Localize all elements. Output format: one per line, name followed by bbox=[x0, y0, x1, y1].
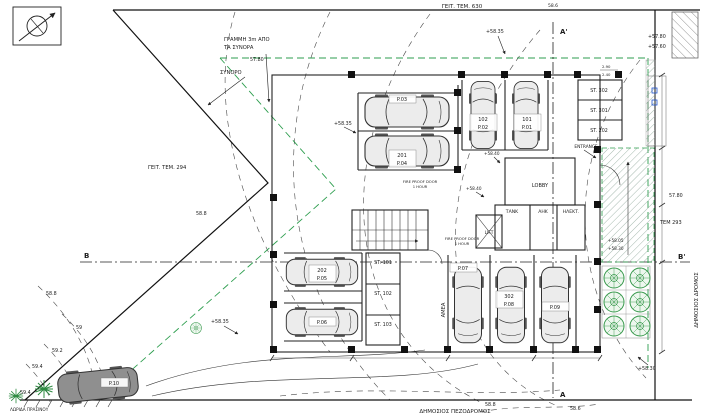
dimension-lines bbox=[269, 69, 666, 362]
contour-label: 58.6 bbox=[548, 3, 558, 9]
parking-label-p03: P.03 bbox=[397, 97, 407, 103]
neighbor-right-label: ΤΕΜ 293 bbox=[659, 220, 682, 226]
contour-label: 59.2 bbox=[52, 348, 63, 354]
columns bbox=[270, 71, 622, 353]
section-b-left-label: B bbox=[84, 252, 89, 260]
ahk-room-label: ΑΗΚ bbox=[538, 209, 549, 215]
leader-arrows bbox=[207, 35, 649, 366]
level-label: +58.40 bbox=[466, 186, 482, 191]
contour-label: 57.80 bbox=[669, 193, 683, 199]
tree-icon bbox=[190, 322, 202, 334]
tree-icon bbox=[603, 291, 625, 313]
storage-label-st102: ST. 102 bbox=[374, 291, 392, 297]
contour-label: 58.8 bbox=[46, 291, 57, 297]
contour-label: 59 bbox=[76, 325, 82, 331]
tree-icon bbox=[629, 267, 651, 289]
road-south-label: ΔΗΜΟΣΙΟΣ ΠΕΖΟΔΡΟΜΟΣ bbox=[419, 409, 491, 415]
contour-label: 59.4 bbox=[20, 390, 31, 396]
level-label: +58.30 bbox=[608, 246, 624, 251]
contour-label: 58.8 bbox=[196, 211, 207, 217]
parking-label-p06: P.06 bbox=[317, 320, 327, 326]
section-a-top-label: A' bbox=[560, 28, 568, 36]
storage-label-st301: ST. 301 bbox=[590, 108, 608, 114]
car-p07 bbox=[451, 266, 485, 344]
level-label: +58.35 bbox=[211, 319, 229, 325]
hatched-zones bbox=[601, 11, 699, 263]
entrance-ramp bbox=[601, 147, 655, 263]
storage-label-st302: ST. 302 bbox=[590, 88, 608, 94]
tree-icon bbox=[603, 267, 625, 289]
lobby-label: LOBBY bbox=[532, 183, 549, 189]
tank-room-label: ΤΑΝΚ bbox=[505, 209, 519, 215]
tree-icon bbox=[629, 315, 651, 337]
green-strip-label: ΛΩΡΙΔΑ ΠΡΑΣΙΝΟΥ bbox=[10, 407, 49, 412]
parking-label-p02: P.02 bbox=[478, 125, 488, 131]
level-label: +58.35 bbox=[334, 121, 352, 127]
level-label: +57.80 bbox=[648, 34, 666, 40]
fire-door-label: FIRE PROOF DOOR bbox=[445, 237, 480, 241]
level-label: +58.35 bbox=[486, 29, 504, 35]
fire-door-label: 1 HOUR bbox=[455, 242, 470, 246]
section-a-bottom-label: A bbox=[560, 391, 566, 399]
plant-icon bbox=[34, 379, 54, 399]
contour-label: 59.4 bbox=[32, 364, 43, 370]
staircase bbox=[351, 209, 443, 265]
setback-note-line2: ΤΑ ΣΥΝΟΡΑ bbox=[223, 45, 254, 51]
contour-label: 57.80 bbox=[250, 57, 264, 63]
building bbox=[270, 71, 623, 353]
dim-label: 2.40 bbox=[602, 72, 611, 77]
meter-boxes bbox=[647, 75, 667, 147]
landscaping bbox=[8, 265, 651, 404]
level-label: +58.30 bbox=[638, 366, 656, 372]
planting-strip-hatch bbox=[645, 59, 656, 147]
fire-door-label: FIRE PROOF DOOR bbox=[403, 180, 438, 184]
parking-label-p09: P.09 bbox=[550, 305, 560, 311]
dim-label: 2.90 bbox=[602, 64, 611, 69]
parking-label-p08: P.08 bbox=[504, 302, 514, 308]
amea-space-label: ΑΜΕΑ bbox=[441, 302, 447, 317]
section-b-right-label: B' bbox=[678, 253, 685, 261]
contour-label: 58.6 bbox=[570, 406, 581, 412]
labels: ΓΕΙΤ. ΤΕΜ. 630 58.6 A' +57.80 +57.60 ΓΡΑ… bbox=[10, 3, 700, 415]
parking-label-p10: P.10 bbox=[109, 381, 119, 387]
parking-unit-p02: 102 bbox=[478, 117, 488, 123]
level-label: +58.40 bbox=[484, 151, 500, 156]
tree-icon bbox=[603, 315, 625, 337]
road-east-label: ΔΗΜΟΣΙΟΣ ΔΡΟΜΟΣ bbox=[694, 272, 700, 328]
parking-unit-p08: 302 bbox=[504, 294, 514, 300]
fire-door-label: 1 HOUR bbox=[413, 185, 428, 189]
parking-label-boxes bbox=[100, 94, 570, 388]
level-label: +58.05 bbox=[608, 238, 624, 243]
parking-unit-p05: 202 bbox=[317, 268, 327, 274]
contour-label: 58.8 bbox=[485, 402, 496, 408]
electrical-room-label: ΗΛΕΚΤ. bbox=[563, 209, 580, 215]
neighbor-stair-hatch bbox=[671, 11, 699, 59]
setback-note-line1: ΓΡΑΜΜΗ 3m ΑΠΟ bbox=[224, 37, 270, 43]
section-lines bbox=[80, 22, 690, 398]
parking-label-p04: P.04 bbox=[397, 161, 407, 167]
parking-unit-p04: 201 bbox=[397, 153, 407, 159]
plot-boundary bbox=[20, 9, 700, 408]
entrance-label: ENTRANCE bbox=[574, 144, 598, 150]
north-arrow bbox=[12, 6, 62, 46]
level-label: +57.60 bbox=[648, 44, 666, 50]
parking-label-p05: P.05 bbox=[317, 276, 327, 282]
lift-label: LIFT bbox=[485, 230, 494, 236]
parking-label-p01: P.01 bbox=[522, 125, 532, 131]
tree-icon bbox=[629, 291, 651, 313]
parking-unit-p01: 101 bbox=[522, 117, 532, 123]
storage-label-st202: ST. 202 bbox=[590, 128, 608, 134]
boundary-label: ΣΥΝΟΡΟ bbox=[220, 70, 242, 76]
neighbor-top-label: ΓΕΙΤ. ΤΕΜ. 630 bbox=[442, 4, 483, 10]
storage-label-st101: ST.-101 bbox=[374, 260, 392, 266]
neighbor-left-label: ΓΕΙΤ. ΤΕΜ. 294 bbox=[148, 165, 187, 171]
parking-label-p07: P.07 bbox=[458, 266, 468, 272]
storage-label-st103: ST. 103 bbox=[374, 322, 392, 328]
